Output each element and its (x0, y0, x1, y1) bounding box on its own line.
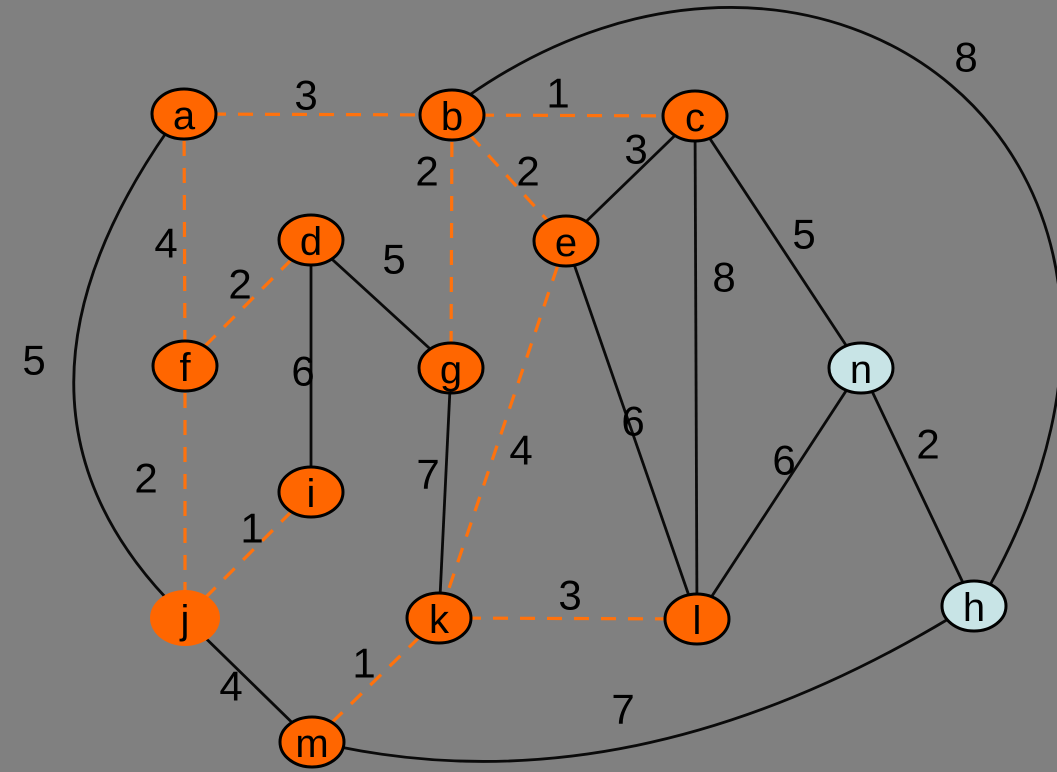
edge-d-f (183, 238, 313, 368)
node-label-e: e (555, 221, 577, 265)
edge-e-l (564, 240, 699, 620)
node-label-a: a (173, 94, 196, 138)
edge-weight-d-i: 6 (291, 348, 314, 395)
edge-weight-g-k: 7 (416, 451, 439, 498)
node-c[interactable]: c (661, 89, 729, 143)
node-label-d: d (300, 220, 322, 264)
node-ellipse-k[interactable] (405, 591, 473, 645)
node-g[interactable]: g (417, 341, 485, 395)
node-ellipse-c[interactable] (661, 89, 729, 143)
edge-weight-j-m: 4 (219, 663, 242, 710)
edge-weight-b-c: 1 (546, 70, 569, 117)
node-ellipse-m[interactable] (278, 715, 346, 769)
edge-a-j (72, 129, 170, 600)
edge-weight-n-h: 2 (916, 421, 939, 468)
edge-weight-b-h: 8 (954, 34, 977, 81)
node-ellipse-d[interactable] (277, 213, 345, 267)
edge-a-f (182, 113, 187, 367)
edge-weight-a-f: 4 (154, 220, 177, 267)
edge-g-k (437, 367, 453, 619)
node-m[interactable]: m (278, 715, 346, 769)
edge-weight-d-g: 5 (382, 236, 405, 283)
node-label-c: c (685, 96, 705, 140)
node-ellipse-e[interactable] (532, 214, 600, 268)
edge-weight-c-e: 3 (624, 126, 647, 173)
edge-d-g (310, 238, 452, 370)
edge-b-h (467, 6, 1057, 586)
node-e[interactable]: e (532, 214, 600, 268)
edge-weight-f-j: 2 (134, 455, 157, 502)
node-ellipse-h[interactable] (940, 579, 1008, 633)
node-f[interactable]: f (151, 339, 219, 393)
edge-k-m (310, 616, 441, 744)
edge-weight-n-l: 6 (772, 437, 795, 484)
node-label-b: b (441, 95, 463, 139)
node-ellipse-a[interactable] (150, 87, 218, 141)
node-j[interactable]: j (150, 590, 220, 646)
node-ellipse-i[interactable] (277, 465, 345, 519)
edge-a-b (183, 112, 453, 117)
edge-n-l (695, 367, 863, 620)
node-b[interactable]: b (418, 88, 486, 142)
node-label-l: l (693, 599, 702, 643)
edge-weight-i-j: 1 (240, 505, 263, 552)
edge-e-k (437, 240, 568, 619)
node-label-i: i (307, 472, 316, 516)
edge-weight-e-l: 6 (621, 398, 644, 445)
edge-weight-a-j: 5 (22, 337, 45, 384)
edge-c-e (565, 114, 696, 243)
node-a[interactable]: a (150, 87, 218, 141)
edge-weight-c-l: 8 (712, 254, 735, 301)
edge-c-l (693, 115, 699, 620)
edge-weight-m-h: 7 (611, 686, 634, 733)
edge-weight-e-k: 4 (509, 427, 532, 474)
node-label-j: j (180, 598, 190, 642)
node-ellipse-b[interactable] (418, 88, 486, 142)
edge-weight-b-g: 2 (415, 148, 438, 195)
node-h[interactable]: h (940, 579, 1008, 633)
node-k[interactable]: k (405, 591, 473, 645)
node-i[interactable]: i (277, 465, 345, 519)
edge-b-g (449, 114, 454, 369)
edge-m-h (339, 616, 951, 763)
node-label-n: n (850, 348, 872, 392)
node-label-h: h (963, 586, 985, 630)
edge-weight-a-b: 3 (294, 72, 317, 119)
node-n[interactable]: n (827, 341, 895, 395)
edge-c-n (693, 115, 863, 369)
node-label-f: f (179, 346, 191, 390)
edge-n-h (859, 367, 976, 607)
node-l[interactable]: l (663, 592, 731, 646)
node-label-m: m (295, 722, 328, 766)
edge-b-c (451, 113, 696, 118)
node-ellipse-l[interactable] (663, 592, 731, 646)
edge-weight-c-n: 5 (792, 211, 815, 258)
node-d[interactable]: d (277, 213, 345, 267)
edge-weight-k-l: 3 (558, 572, 581, 619)
node-label-k: k (429, 598, 450, 642)
edge-weight-k-m: 1 (352, 640, 375, 687)
node-ellipse-g[interactable] (417, 341, 485, 395)
edge-weight-d-f: 2 (228, 261, 251, 308)
node-ellipse-j[interactable] (150, 590, 220, 646)
edge-weight-b-e: 2 (516, 148, 539, 195)
node-ellipse-f[interactable] (151, 339, 219, 393)
node-ellipse-n[interactable] (827, 341, 895, 395)
node-label-g: g (440, 348, 462, 392)
